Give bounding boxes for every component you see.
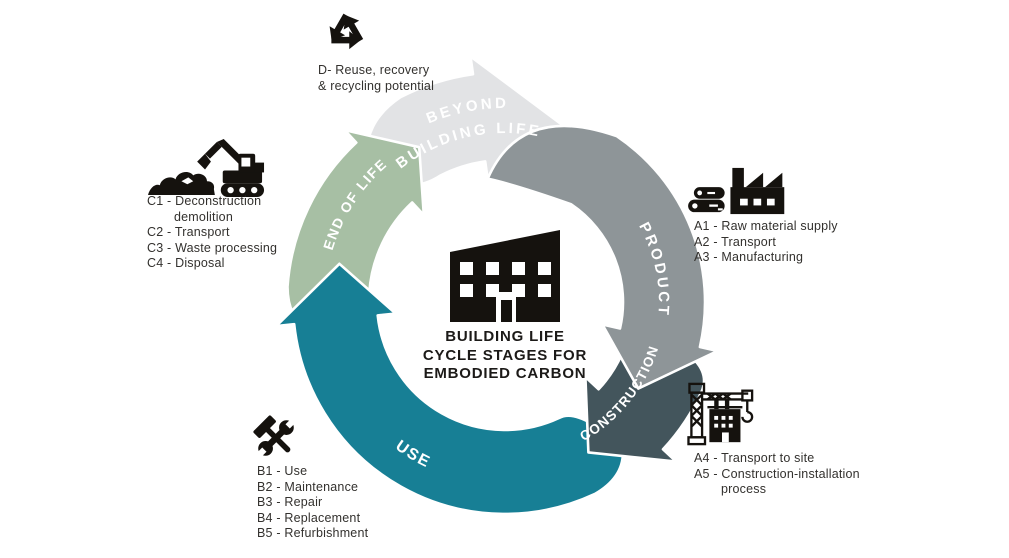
recycle-icon [329,13,364,50]
building-icon [450,230,560,322]
note-line: A3 - Manufacturing [694,250,804,264]
note-line: A2 - Transport [694,234,776,249]
beyond-note: D- Reuse, recovery& recycling potential [318,63,434,94]
note-line: & recycling potential [318,78,435,93]
note-line: B3 - Repair [257,495,323,509]
diagram-title: BUILDING LIFE CYCLE STAGES FOR EMBODIED … [375,328,635,384]
excavator-icon [148,139,265,198]
title-line-1: BUILDING LIFE [445,328,565,345]
note-line: B4 - Replacement [257,510,361,525]
note-line: A4 - Transport to site [694,451,815,465]
note-line: C4 - Disposal [147,256,225,270]
arc-segment-product [486,124,719,390]
note-line: B1 - Use [257,464,308,478]
note-line: process [721,482,767,496]
note-line: C2 - Transport [147,225,230,239]
note-line: A1 - Raw material supply [694,219,838,233]
note-line: B5 - Refurbishment [257,526,369,540]
tools-icon [253,415,297,459]
factory-icon [688,167,785,215]
note-line: D- Reuse, recovery [318,63,430,77]
note-line: C3 - Waste processing [147,240,278,255]
arc-segment-use [275,262,625,516]
title-line-2: CYCLE STAGES FOR [422,346,588,364]
title-line-3: EMBODIED CARBON [423,365,587,382]
crane-icon [687,382,754,446]
note-line: A5 - Construction-installation [694,466,860,481]
note-line: B2 - Maintenance [257,479,359,494]
note-line: C1 - Deconstruction [147,194,262,208]
note-line: demolition [174,209,233,224]
